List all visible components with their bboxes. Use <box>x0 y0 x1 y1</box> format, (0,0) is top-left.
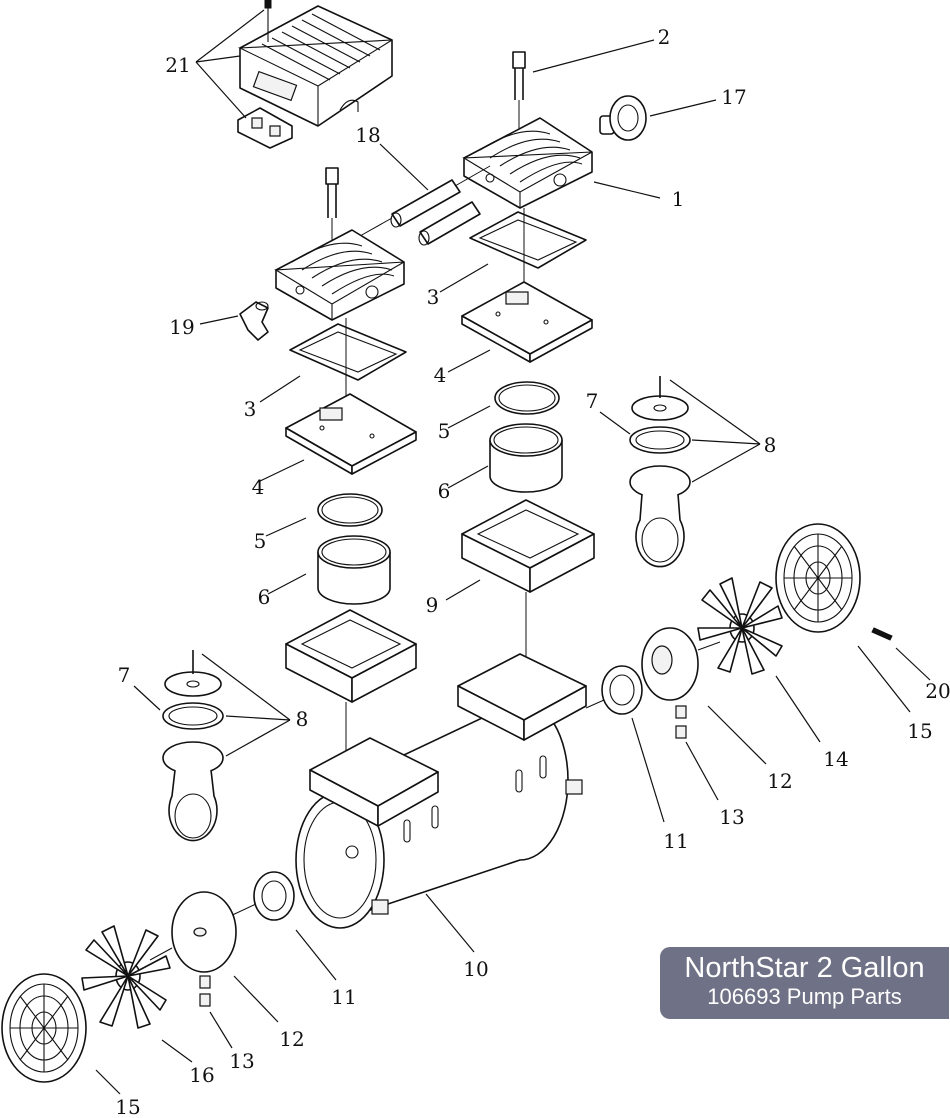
part-4-valve-plate-left <box>285 393 417 475</box>
callout-1: 1 <box>672 187 685 211</box>
callout-18: 18 <box>355 123 380 147</box>
part-17-muffler <box>599 95 647 141</box>
callout-6-right: 6 <box>438 479 451 503</box>
part-6-cylinder-sleeve-left <box>317 535 391 605</box>
callout-3-left: 3 <box>244 397 257 421</box>
part-11-bearing-left <box>225 871 295 921</box>
part-2-head-bolt <box>512 51 526 148</box>
callout-15-left: 15 <box>115 1095 140 1118</box>
part-4-valve-plate-right <box>461 281 593 363</box>
part-6-cylinder-sleeve-right <box>489 423 563 493</box>
badge-title: NorthStar 2 Gallon <box>684 952 925 984</box>
callout-9: 9 <box>426 593 439 617</box>
callout-4-right: 4 <box>434 363 447 387</box>
callout-6-left: 6 <box>258 585 271 609</box>
callout-20: 20 <box>925 679 950 703</box>
badge-subtitle: 106693 Pump Parts <box>707 984 902 1009</box>
part-11-bearing-right <box>585 665 643 715</box>
callout-17: 17 <box>721 85 746 109</box>
part-5-o-ring-right <box>494 381 560 415</box>
callout-10: 10 <box>463 957 488 981</box>
callout-11-right: 11 <box>663 829 688 853</box>
part-5-o-ring-left <box>317 493 383 527</box>
title-badge: NorthStar 2 Gallon 106693 Pump Parts <box>660 947 949 1019</box>
callout-13-left: 13 <box>229 1049 254 1073</box>
part-13-set-screws-right <box>675 705 687 739</box>
callout-5-left: 5 <box>254 529 267 553</box>
part-15-fan-guard-left <box>1 973 87 1083</box>
part-12-eccentric-left <box>149 891 237 973</box>
callout-2: 2 <box>658 25 671 49</box>
callout-7-left: 7 <box>118 663 131 687</box>
callout-16: 16 <box>189 1063 214 1087</box>
part-14-fan-right <box>697 577 783 675</box>
callout-15-right: 15 <box>907 719 932 743</box>
part-3-gasket-left <box>289 318 407 400</box>
part-8-connecting-rod-right <box>629 376 691 568</box>
part-20-guard-screw <box>871 627 893 641</box>
part-16-fan-left <box>81 925 171 1029</box>
callout-4-left: 4 <box>252 475 265 499</box>
part-3-gasket-right <box>469 208 587 290</box>
callout-12-right: 12 <box>767 769 792 793</box>
callout-numbers: 21 2 17 1 18 19 3 3 4 4 5 5 6 6 9 7 8 7 … <box>115 25 950 1118</box>
callout-3-right: 3 <box>427 285 440 309</box>
callout-21: 21 <box>165 53 190 77</box>
part-19-elbow-fitting <box>239 301 269 341</box>
part-8-connecting-rod-left <box>162 650 224 842</box>
part-9-crankcase-block-left <box>285 609 417 760</box>
left-head-bolt <box>325 167 339 262</box>
part-12-eccentric-right <box>641 627 721 701</box>
callout-13-right: 13 <box>719 805 744 829</box>
part-1-cylinder-head-right <box>462 117 593 209</box>
part-10-motor-housing <box>295 653 587 929</box>
callout-5-right: 5 <box>438 419 451 443</box>
callout-8-right: 8 <box>764 433 777 457</box>
part-21-bracket <box>237 107 293 149</box>
cylinder-head-left <box>274 229 405 321</box>
callout-14: 14 <box>823 747 848 771</box>
part-21-shroud-cover <box>237 0 393 127</box>
part-18-transfer-tubes <box>359 165 491 246</box>
part-15-fan-guard-right <box>775 523 861 633</box>
callout-11-left: 11 <box>331 985 356 1009</box>
callout-12-left: 12 <box>279 1027 304 1051</box>
callout-7-right: 7 <box>586 389 599 413</box>
callout-19: 19 <box>169 315 194 339</box>
part-9-crankcase-block-right <box>461 499 595 660</box>
part-13-set-screws-left <box>199 975 211 1007</box>
callout-8-left: 8 <box>296 707 309 731</box>
leader-lines <box>95 9 931 1095</box>
